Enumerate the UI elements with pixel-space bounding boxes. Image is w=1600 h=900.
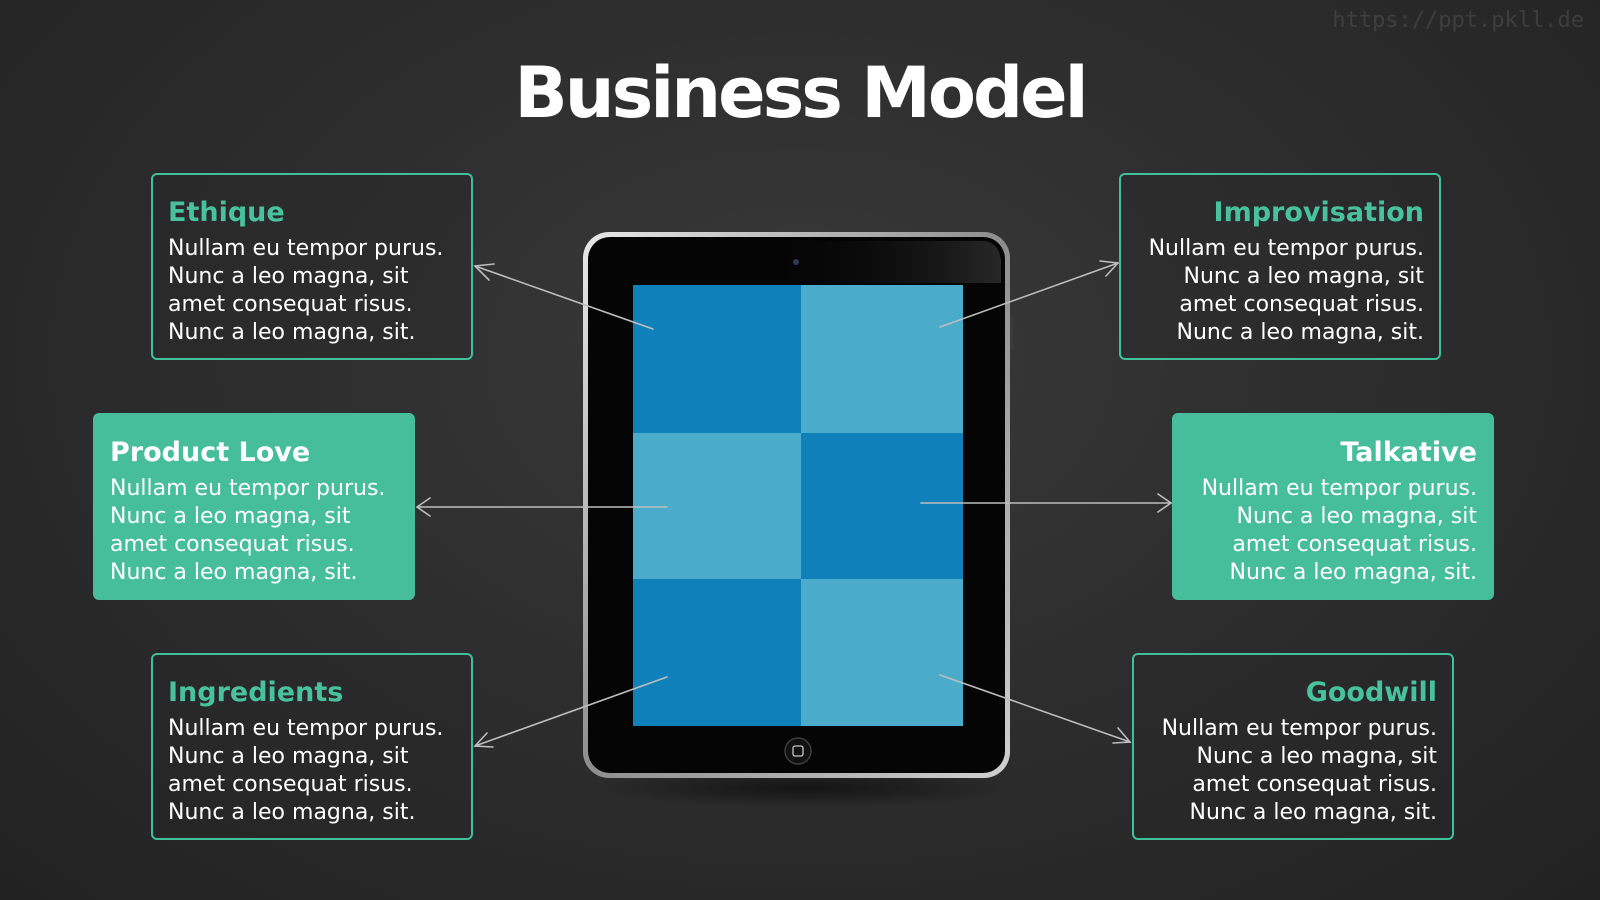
home-button-icon bbox=[784, 737, 812, 765]
screen-tile bbox=[633, 579, 801, 726]
screen-tile bbox=[633, 433, 801, 579]
screen-tile bbox=[801, 285, 963, 433]
tablet-glare bbox=[755, 241, 1001, 283]
tablet-side-switch bbox=[1010, 316, 1013, 350]
connector-improvisation bbox=[939, 260, 1120, 328]
card-talkative: Talkative Nullam eu tempor purus. Nunc a… bbox=[1172, 413, 1494, 600]
tablet-body bbox=[588, 237, 1005, 773]
card-improvisation: Improvisation Nullam eu tempor purus. Nu… bbox=[1119, 173, 1441, 360]
card-heading: Improvisation bbox=[1213, 197, 1424, 228]
tablet-icon bbox=[583, 232, 1013, 778]
tablet-bezel bbox=[583, 232, 1010, 778]
card-body: Nullam eu tempor purus. Nunc a leo magna… bbox=[1201, 476, 1477, 585]
card-body: Nullam eu tempor purus. Nunc a leo magna… bbox=[168, 236, 444, 345]
card-goodwill: Goodwill Nullam eu tempor purus. Nunc a … bbox=[1132, 653, 1454, 840]
card-body: Nullam eu tempor purus. Nunc a leo magna… bbox=[110, 476, 386, 585]
card-heading: Product Love bbox=[110, 437, 311, 468]
card-heading: Talkative bbox=[1340, 437, 1477, 468]
connector-talkative bbox=[920, 493, 1173, 513]
camera-icon bbox=[793, 259, 799, 265]
card-heading: Goodwill bbox=[1305, 677, 1437, 708]
card-body: Nullam eu tempor purus. Nunc a leo magna… bbox=[1161, 716, 1437, 825]
watermark: https://ppt.pkll.de bbox=[1332, 8, 1584, 33]
card-heading: Ingredients bbox=[168, 677, 344, 708]
connector-ingredients bbox=[473, 676, 668, 748]
card-ethique: Ethique Nullam eu tempor purus. Nunc a l… bbox=[151, 173, 473, 360]
connector-goodwill bbox=[939, 674, 1132, 744]
screen-tile bbox=[801, 433, 963, 579]
card-heading: Ethique bbox=[168, 197, 285, 228]
connector-ethique bbox=[473, 263, 654, 330]
card-body: Nullam eu tempor purus. Nunc a leo magna… bbox=[1148, 236, 1424, 345]
connector-product-love bbox=[415, 497, 668, 517]
card-ingredients: Ingredients Nullam eu tempor purus. Nunc… bbox=[151, 653, 473, 840]
tablet-screen bbox=[633, 285, 963, 726]
tablet-shadow bbox=[590, 768, 1020, 808]
card-product-love: Product Love Nullam eu tempor purus. Nun… bbox=[93, 413, 415, 600]
screen-tile bbox=[801, 579, 963, 726]
card-body: Nullam eu tempor purus. Nunc a leo magna… bbox=[168, 716, 444, 825]
screen-tile bbox=[633, 285, 801, 433]
page-title: Business Model bbox=[514, 52, 1088, 134]
